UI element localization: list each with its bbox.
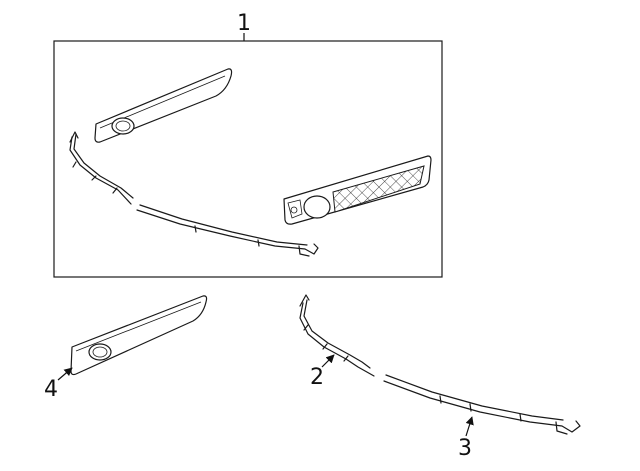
callout-1: 1 xyxy=(237,11,251,41)
assembly-trim-bezel xyxy=(94,68,233,143)
part-4-trim-bezel xyxy=(70,295,208,376)
callout-label-4: 4 xyxy=(44,377,58,402)
callout-label-2: 2 xyxy=(310,365,324,390)
part-3-molding-right xyxy=(383,374,581,435)
callout-label-3: 3 xyxy=(458,436,472,461)
callout-label-1: 1 xyxy=(237,11,251,36)
callout-3: 3 xyxy=(458,416,474,461)
assembly-box xyxy=(53,40,443,278)
part-2-molding-left xyxy=(299,294,375,377)
assembly-molding xyxy=(69,131,319,257)
callout-4: 4 xyxy=(44,367,73,402)
assembly-grille xyxy=(283,155,432,225)
callout-2: 2 xyxy=(310,354,335,390)
